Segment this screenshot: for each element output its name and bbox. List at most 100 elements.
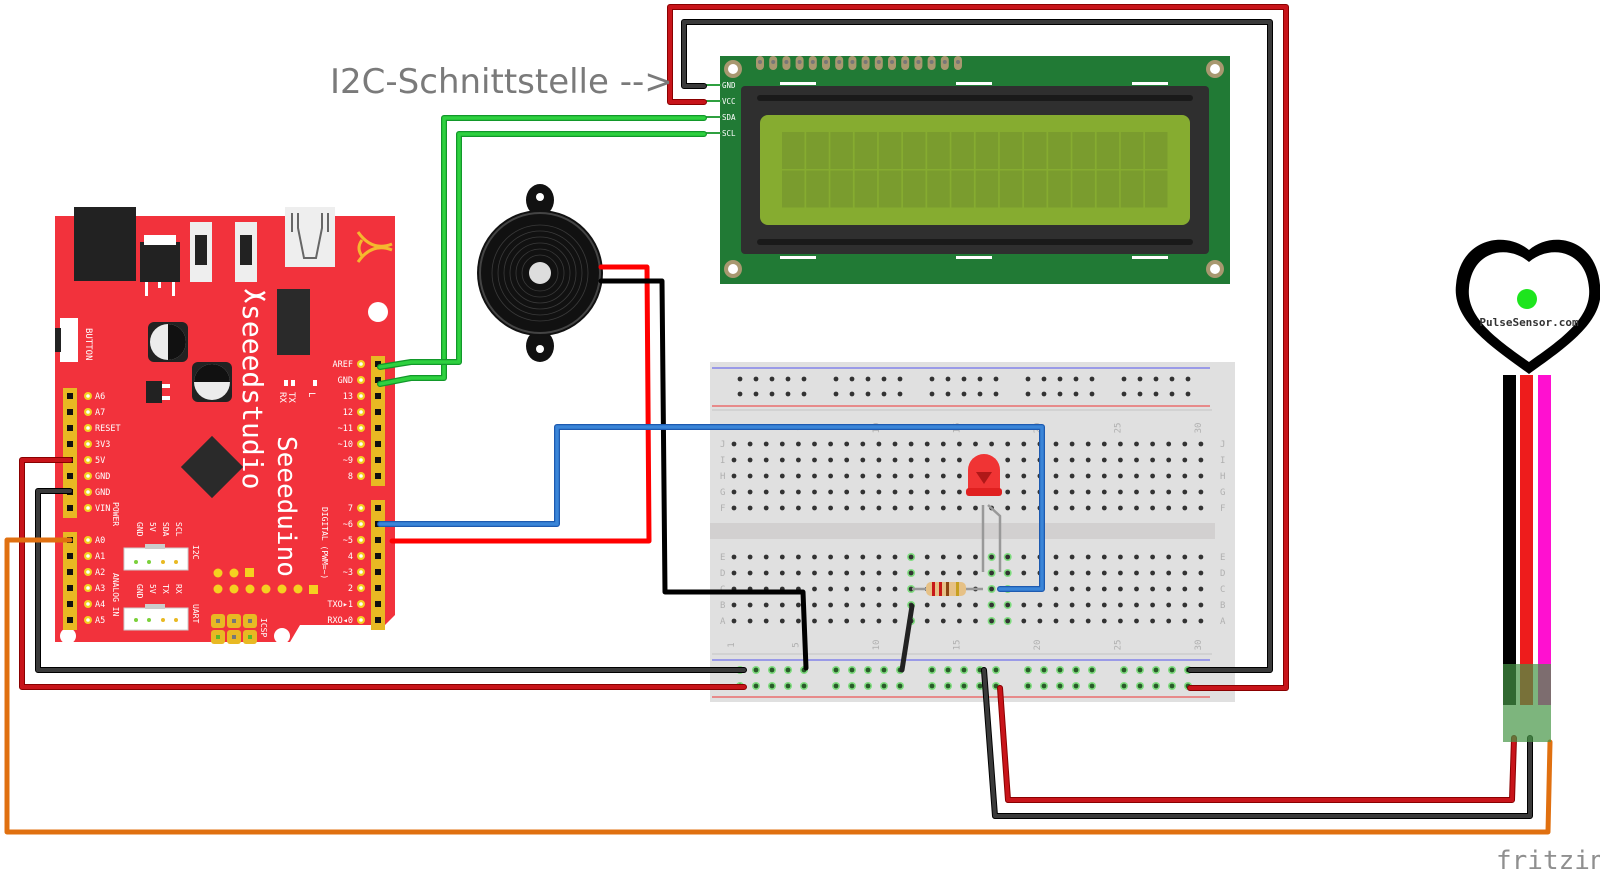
rail-hole[interactable] xyxy=(785,683,791,689)
breadboard-hole[interactable] xyxy=(973,618,978,624)
breadboard-hole[interactable] xyxy=(892,457,898,463)
breadboard-hole[interactable] xyxy=(844,554,850,560)
breadboard-hole[interactable] xyxy=(876,505,882,511)
breadboard-hole[interactable] xyxy=(876,586,882,592)
breadboard-hole[interactable] xyxy=(908,441,914,447)
rail-hole[interactable] xyxy=(849,391,855,397)
breadboard-hole[interactable] xyxy=(1005,618,1011,624)
breadboard-hole[interactable] xyxy=(908,505,914,511)
breadboard-hole[interactable] xyxy=(844,602,850,608)
breadboard-hole[interactable] xyxy=(1069,489,1075,495)
breadboard-hole[interactable] xyxy=(1069,586,1075,592)
breadboard-hole[interactable] xyxy=(1085,618,1091,624)
breadboard-hole[interactable] xyxy=(763,554,769,560)
rail-hole[interactable] xyxy=(881,376,887,382)
breadboard-hole[interactable] xyxy=(1150,602,1155,608)
rail-hole[interactable] xyxy=(833,391,839,397)
breadboard-hole[interactable] xyxy=(1118,602,1123,608)
breadboard-hole[interactable] xyxy=(763,473,769,479)
breadboard-hole[interactable] xyxy=(1101,489,1107,495)
breadboard-hole[interactable] xyxy=(747,554,753,560)
rail-hole[interactable] xyxy=(865,683,871,689)
breadboard-hole[interactable] xyxy=(1021,602,1027,608)
breadboard-hole[interactable] xyxy=(1069,473,1075,479)
breadboard-hole[interactable] xyxy=(1134,489,1139,495)
rail-hole[interactable] xyxy=(785,391,791,397)
rail-hole[interactable] xyxy=(1025,683,1031,689)
rail-hole[interactable] xyxy=(1089,391,1095,397)
breadboard-hole[interactable] xyxy=(828,473,833,479)
breadboard-hole[interactable] xyxy=(908,473,914,479)
breadboard-hole[interactable] xyxy=(876,457,882,463)
header-socket[interactable] xyxy=(375,393,381,399)
breadboard-hole[interactable] xyxy=(1101,505,1107,511)
breadboard-hole[interactable] xyxy=(957,505,962,511)
breadboard-hole[interactable] xyxy=(989,602,994,608)
breadboard-hole[interactable] xyxy=(844,457,850,463)
breadboard-hole[interactable] xyxy=(1085,457,1091,463)
rail-hole[interactable] xyxy=(1025,667,1031,673)
breadboard-hole[interactable] xyxy=(892,586,898,592)
rail-hole[interactable] xyxy=(1153,376,1159,382)
breadboard-hole[interactable] xyxy=(796,554,801,560)
breadboard-hole[interactable] xyxy=(1134,586,1139,592)
rail-hole[interactable] xyxy=(1041,376,1047,382)
breadboard-hole[interactable] xyxy=(1005,554,1011,560)
rail-hole[interactable] xyxy=(833,376,839,382)
rail-hole[interactable] xyxy=(1073,391,1079,397)
rail-hole[interactable] xyxy=(1041,683,1047,689)
breadboard-hole[interactable] xyxy=(924,441,930,447)
breadboard-hole[interactable] xyxy=(1198,505,1204,511)
breadboard-hole[interactable] xyxy=(812,602,817,608)
rail-hole[interactable] xyxy=(945,683,951,689)
breadboard-hole[interactable] xyxy=(940,457,946,463)
breadboard-hole[interactable] xyxy=(747,618,753,624)
header-socket[interactable] xyxy=(375,569,381,575)
header-socket[interactable] xyxy=(67,601,73,607)
rail-hole[interactable] xyxy=(753,376,759,382)
rail-hole[interactable] xyxy=(945,667,951,673)
breadboard-hole[interactable] xyxy=(940,505,946,511)
rail-hole[interactable] xyxy=(1057,391,1063,397)
rail-hole[interactable] xyxy=(993,376,999,382)
breadboard-hole[interactable] xyxy=(844,586,850,592)
breadboard-hole[interactable] xyxy=(1150,505,1155,511)
breadboard-hole[interactable] xyxy=(779,473,785,479)
breadboard-hole[interactable] xyxy=(1166,505,1172,511)
breadboard-hole[interactable] xyxy=(940,570,946,576)
breadboard-hole[interactable] xyxy=(1037,602,1043,608)
breadboard-hole[interactable] xyxy=(1182,489,1188,495)
breadboard-hole[interactable] xyxy=(1150,554,1155,560)
breadboard-hole[interactable] xyxy=(1085,586,1091,592)
breadboard-hole[interactable] xyxy=(860,441,866,447)
breadboard-hole[interactable] xyxy=(1182,618,1188,624)
breadboard-hole[interactable] xyxy=(1021,441,1027,447)
breadboard-hole[interactable] xyxy=(1101,457,1107,463)
rail-hole[interactable] xyxy=(1057,376,1063,382)
rail-hole[interactable] xyxy=(1025,376,1031,382)
breadboard-hole[interactable] xyxy=(924,489,930,495)
breadboard-hole[interactable] xyxy=(828,570,833,576)
breadboard-hole[interactable] xyxy=(1005,602,1011,608)
breadboard-hole[interactable] xyxy=(731,489,737,495)
breadboard-hole[interactable] xyxy=(1053,618,1059,624)
breadboard-hole[interactable] xyxy=(908,457,914,463)
breadboard-hole[interactable] xyxy=(860,554,866,560)
breadboard-hole[interactable] xyxy=(989,441,994,447)
rail-hole[interactable] xyxy=(801,391,807,397)
breadboard-hole[interactable] xyxy=(731,602,737,608)
breadboard-hole[interactable] xyxy=(796,441,801,447)
breadboard-hole[interactable] xyxy=(796,602,801,608)
breadboard-hole[interactable] xyxy=(1005,457,1011,463)
breadboard-hole[interactable] xyxy=(1101,618,1107,624)
breadboard-hole[interactable] xyxy=(1069,570,1075,576)
breadboard-hole[interactable] xyxy=(924,602,930,608)
breadboard-hole[interactable] xyxy=(940,489,946,495)
header-socket[interactable] xyxy=(375,601,381,607)
rail-hole[interactable] xyxy=(1121,683,1127,689)
rail-hole[interactable] xyxy=(801,376,807,382)
breadboard-hole[interactable] xyxy=(973,570,978,576)
breadboard-hole[interactable] xyxy=(957,570,962,576)
breadboard-hole[interactable] xyxy=(828,586,833,592)
breadboard-hole[interactable] xyxy=(731,505,737,511)
